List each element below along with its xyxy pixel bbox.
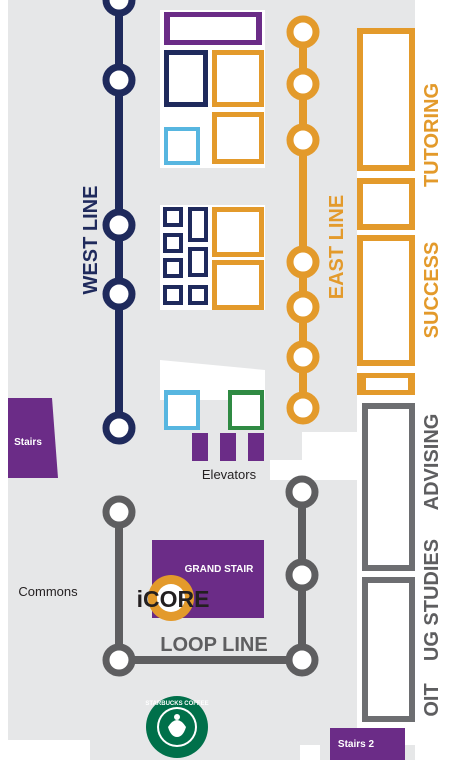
- west-line-stop[interactable]: [102, 63, 136, 97]
- stairs[interactable]: Stairs: [8, 398, 58, 478]
- east-line-stop[interactable]: [286, 290, 320, 324]
- rooms-block-middle: [163, 207, 264, 310]
- west-line-label: WEST LINE: [80, 186, 102, 295]
- east-line-stop[interactable]: [286, 340, 320, 374]
- elevators-label: Elevators: [202, 467, 257, 482]
- elevator-1: [192, 433, 208, 461]
- east-line-stop[interactable]: [286, 245, 320, 279]
- ug-studies-label: UG STUDIES: [421, 539, 443, 661]
- elevator-3: [248, 433, 264, 461]
- stairs-2[interactable]: Stairs 2: [330, 728, 405, 760]
- west-line-stop[interactable]: [102, 0, 136, 17]
- stairs-2-label: Stairs 2: [338, 739, 375, 750]
- stairs-label: Stairs: [14, 437, 42, 448]
- advising-label: ADVISING: [421, 414, 443, 511]
- starbucks-logo: STARBUCKS COFFEE: [145, 696, 209, 758]
- west-line-stop[interactable]: [102, 208, 136, 242]
- east-line-stop[interactable]: [286, 123, 320, 157]
- west-line: WEST LINE: [80, 0, 136, 445]
- loop-line-stop[interactable]: [285, 475, 319, 509]
- loop-line-label: LOOP LINE: [160, 634, 267, 656]
- loop-line: LOOP LINE: [102, 475, 319, 677]
- commons-label: Commons: [18, 584, 78, 599]
- east-line-stop[interactable]: [286, 67, 320, 101]
- starbucks-label: STARBUCKS COFFEE: [145, 701, 208, 707]
- loop-line-stop[interactable]: [102, 495, 136, 529]
- east-line-stop[interactable]: [286, 15, 320, 49]
- loop-line-stop[interactable]: [102, 643, 136, 677]
- loop-line-stop[interactable]: [285, 643, 319, 677]
- oit-label: OIT: [421, 683, 443, 716]
- grand-stair-label: GRAND STAIR: [185, 564, 254, 575]
- tutoring-label: TUTORING: [421, 83, 443, 187]
- east-line-stop[interactable]: [286, 391, 320, 425]
- rooms-block-north: [164, 12, 264, 165]
- west-line-stop[interactable]: [102, 277, 136, 311]
- east-line: EAST LINE: [286, 15, 348, 425]
- icore-label: iCORE: [137, 586, 210, 612]
- loop-line-stop[interactable]: [285, 558, 319, 592]
- department-offices: [357, 28, 415, 722]
- success-label: SUCCESS: [421, 242, 443, 339]
- west-line-stop[interactable]: [102, 411, 136, 445]
- rooms-block-south: [164, 390, 264, 461]
- east-line-label: EAST LINE: [326, 195, 348, 299]
- elevator-2: [220, 433, 236, 461]
- icore-stop[interactable]: iCORE: [137, 575, 210, 621]
